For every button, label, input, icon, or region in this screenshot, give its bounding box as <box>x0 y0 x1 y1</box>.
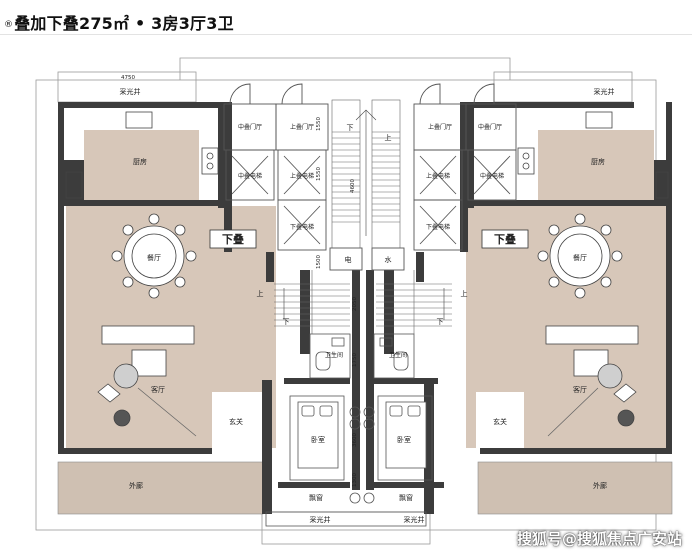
label-living-right: 客厅 <box>573 385 587 394</box>
stairs <box>274 99 452 334</box>
wet-rooms <box>265 333 433 527</box>
title-text: 叠加下叠275㎡ • 3房3厅3卫 <box>14 14 234 33</box>
dim-4600: 4600 <box>350 179 356 193</box>
header-divider <box>0 34 692 35</box>
dimension-labels: 4750 1550 1550 4600 1500 2050 1750 3600 … <box>121 75 358 487</box>
label-bedroom-right: 卧室 <box>397 435 411 444</box>
kitchen-floor-right <box>538 130 654 206</box>
label-daylight-well-tr: 采光井 <box>594 87 615 96</box>
label-bay-window-right: 飘窗 <box>399 493 413 502</box>
outdoor-corridor-left <box>57 461 264 515</box>
kitchen-fixtures <box>65 111 669 199</box>
outer-outline <box>35 57 657 545</box>
label-upper-door-right: 上叠门厅 <box>428 123 452 131</box>
page-title: ®叠加下叠275㎡ • 3房3厅3卫 <box>4 10 234 34</box>
label-kitchen-right: 厨房 <box>591 157 605 166</box>
label-water: 水 <box>385 255 392 264</box>
label-lower-elevator-right: 下叠电梯 <box>426 223 450 231</box>
label-stair-up-right: 上 <box>461 289 468 298</box>
badge-lower-left: 下叠 <box>222 232 244 246</box>
label-dining-right: 餐厅 <box>573 253 587 262</box>
label-bathroom-left: 卫生间 <box>325 351 343 359</box>
label-foyer-left: 玄关 <box>229 417 243 426</box>
label-stair-up-top: 上 <box>385 133 392 142</box>
dim-4750: 4750 <box>121 75 135 81</box>
watermark: 搜狐号@搜狐焦点广安站 <box>516 530 682 548</box>
label-foyer-right: 玄关 <box>493 417 507 426</box>
label-daylight-well-b1: 采光井 <box>310 515 331 524</box>
badge-lower-right: 下叠 <box>494 232 516 246</box>
label-stair-up-left: 上 <box>257 289 264 298</box>
label-bay-window-left: 飘窗 <box>309 493 323 502</box>
label-upper-door-left: 上叠门厅 <box>290 123 314 131</box>
label-bedroom-left: 卧室 <box>311 435 325 444</box>
label-mid-elevator-left: 中叠电梯 <box>238 172 262 180</box>
label-living-left: 客厅 <box>151 385 165 394</box>
dim-1500: 1500 <box>316 255 322 269</box>
dim-2050: 2050 <box>352 297 358 311</box>
living-set-left <box>97 325 197 437</box>
room-labels: 采光井 采光井 采光井 采光井 厨房 厨房 餐厅 餐厅 客厅 客厅 玄关 玄关 … <box>120 87 615 524</box>
lower-badges <box>209 229 529 249</box>
label-mid-door-right: 中叠门厅 <box>478 123 502 131</box>
label-mid-door-left: 中叠门厅 <box>238 123 262 131</box>
dining-set-left <box>111 213 197 299</box>
kitchen-floor-left <box>84 130 199 206</box>
label-mid-elevator-right: 中叠电梯 <box>480 172 504 180</box>
label-daylight-well-b2: 采光井 <box>404 515 425 524</box>
walls <box>58 102 672 514</box>
label-stair-down-right: 下 <box>437 318 444 326</box>
label-electric: 电 <box>345 255 352 264</box>
label-upper-elevator-left: 上叠电梯 <box>290 172 314 180</box>
dim-1300: 1300 <box>352 473 358 487</box>
label-stair-down-top: 下 <box>347 124 354 132</box>
dim-1750: 1750 <box>352 353 358 367</box>
outdoor-corridor-right <box>477 461 673 515</box>
terrace-fills <box>57 461 673 515</box>
dim-1550-a: 1550 <box>316 117 322 131</box>
label-outdoor-corridor-right: 外廊 <box>593 481 607 490</box>
label-dining-left: 餐厅 <box>147 253 161 262</box>
label-upper-elevator-right: 上叠电梯 <box>426 172 450 180</box>
label-stair-down-left: 下 <box>283 318 290 326</box>
label-daylight-well-tl: 采光井 <box>120 87 141 96</box>
title-mark: ® <box>4 20 14 30</box>
label-lower-elevator-left: 下叠电梯 <box>290 223 314 231</box>
dim-1550-b: 1550 <box>316 167 322 181</box>
label-bathroom-right: 卫生间 <box>389 351 407 359</box>
dim-3600: 3600 <box>352 433 358 447</box>
badge-labels: 下叠 下叠 <box>222 232 516 246</box>
label-kitchen-left: 厨房 <box>133 157 147 166</box>
dining-set-right <box>537 213 623 299</box>
label-outdoor-corridor-left: 外廊 <box>129 481 143 490</box>
living-set-right <box>545 325 639 437</box>
